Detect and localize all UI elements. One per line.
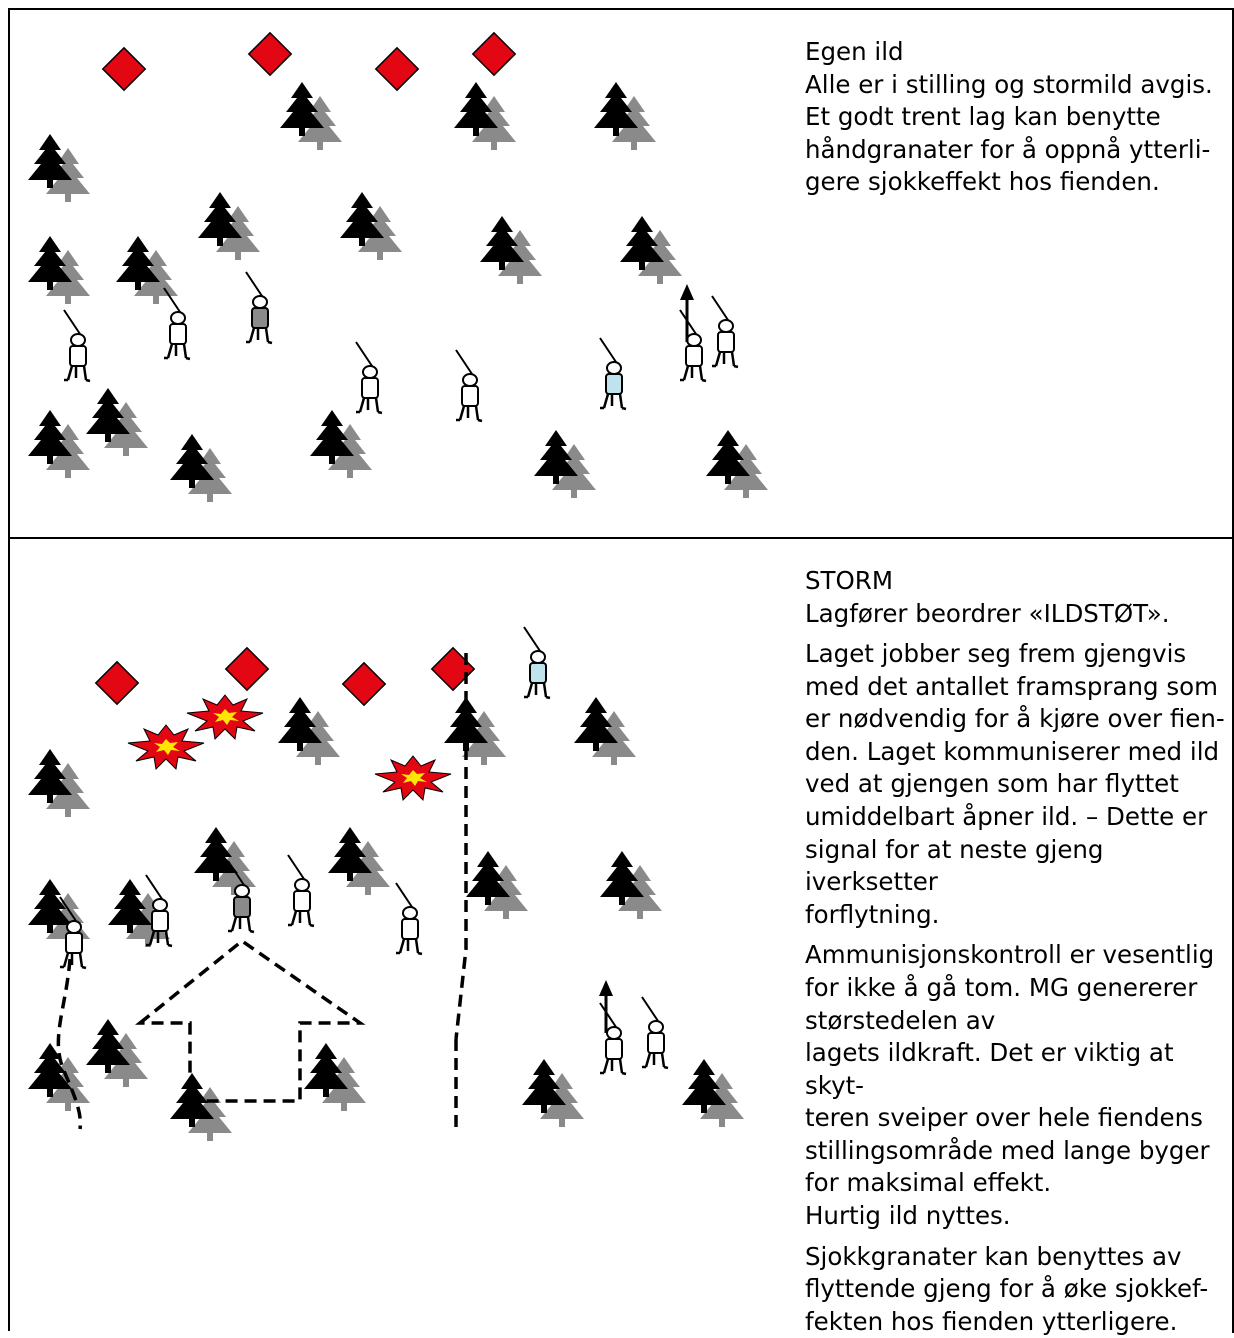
enemy-positions xyxy=(95,647,475,706)
enemy-position-icon xyxy=(342,662,386,706)
text-line: for maksimal effekt. xyxy=(805,1168,1052,1198)
tree-icon xyxy=(198,192,260,260)
soldier-icon xyxy=(598,1001,628,1076)
path-line xyxy=(56,958,83,1130)
tree-icon xyxy=(620,216,682,284)
text-line: fekten hos fienden ytterligere. xyxy=(805,1306,1178,1336)
tree-icon xyxy=(28,749,90,817)
soldier-icon xyxy=(62,308,92,383)
soldier-icon xyxy=(244,270,274,345)
tree-icon xyxy=(86,1019,148,1087)
tree-icon xyxy=(170,1073,232,1141)
soldier-icon xyxy=(710,294,740,369)
text-line: lagets ildkraft. Det er viktig at skyt- xyxy=(805,1038,1174,1100)
text-line: håndgranater for å oppnå ytterli- xyxy=(805,134,1211,164)
text-line: Et godt trent lag kan benytte xyxy=(805,102,1161,132)
command-line: Lagfører beordrer «ILDSTØT». xyxy=(805,598,1234,631)
text-storm: STORM Lagfører beordrer «ILDSTØT». Laget… xyxy=(805,565,1234,1338)
soldier-icon xyxy=(640,995,670,1070)
explosions xyxy=(127,694,452,801)
tree-icon xyxy=(480,216,542,284)
tree-icon xyxy=(170,434,232,502)
arrow-icon xyxy=(680,284,694,342)
arrow-icon xyxy=(599,980,613,1033)
tree-icon xyxy=(444,697,506,765)
text-line: er nødvendig for å kjøre over fien- xyxy=(805,704,1225,734)
soldier-icon xyxy=(394,881,424,956)
tree-icon xyxy=(194,827,256,895)
tree-icon xyxy=(280,82,342,150)
enemy-position-icon xyxy=(102,47,146,91)
tree-icon xyxy=(466,851,528,919)
tree-icon xyxy=(454,82,516,150)
path-arrow-outline xyxy=(135,938,366,1103)
mg-soldier-icon xyxy=(522,625,552,700)
text-line: stillingsområde med lange byger xyxy=(805,1135,1210,1165)
tactical-scene-bottom xyxy=(10,625,790,1329)
tree-icon xyxy=(682,1059,744,1127)
text-line: Hurtig ild nyttes. xyxy=(805,1200,1011,1230)
text-line: for ikke å gå tom. MG genererer xyxy=(805,972,1198,1002)
text-line: størstedelen av xyxy=(805,1005,996,1035)
tree-icon xyxy=(304,1043,366,1111)
enemy-position-icon xyxy=(472,32,516,76)
trees xyxy=(28,697,744,1141)
text-line: ved at gjengen som har flyttet xyxy=(805,769,1179,799)
text-line: Ammunisjonskontroll er vesentlig xyxy=(805,940,1215,970)
tree-icon xyxy=(706,430,768,498)
explosion-icon xyxy=(127,724,205,770)
tree-icon xyxy=(278,697,340,765)
panel-border xyxy=(1232,539,1234,1333)
text-line: umiddelbart åpner ild. – Dette er xyxy=(805,802,1208,832)
mg-soldier-icon xyxy=(598,336,628,411)
tree-icon xyxy=(28,410,90,478)
soldier-icon xyxy=(454,348,484,423)
panel-egen-ild: Egen ild Alle er i stilling og stormild … xyxy=(8,8,1234,540)
text-line: den. Laget kommuniserer med ild xyxy=(805,736,1220,766)
enemy-position-icon xyxy=(95,661,139,705)
text-egen-ild: Egen ild Alle er i stilling og stormild … xyxy=(805,36,1234,199)
text-line: med det antallet framsprang som xyxy=(805,671,1219,701)
explosion-icon xyxy=(186,694,264,740)
path-line xyxy=(454,653,468,1040)
tree-icon xyxy=(86,388,148,456)
panel-storm: STORM Lagfører beordrer «ILDSTØT». Laget… xyxy=(8,537,1234,1336)
section-heading: STORM xyxy=(805,566,893,595)
text-line: teren sveiper over hele fiendens xyxy=(805,1103,1203,1133)
tree-icon xyxy=(574,697,636,765)
explosion-icon xyxy=(374,755,452,801)
text-line: gere sjokkeffekt hos fienden. xyxy=(805,167,1160,197)
section-heading: Egen ild xyxy=(805,37,904,66)
trees xyxy=(28,82,768,502)
enemy-position-icon xyxy=(431,647,475,691)
text-line: signal for at neste gjeng iverksetter xyxy=(805,834,1104,897)
enemy-position-icon xyxy=(375,47,419,91)
tree-icon xyxy=(28,134,90,202)
command-text: «ILDSTØT». xyxy=(1028,598,1170,628)
soldier-icon xyxy=(286,853,316,928)
text-line: Laget jobber seg frem gjengvis xyxy=(805,639,1187,669)
tree-icon xyxy=(594,82,656,150)
tree-icon xyxy=(310,410,372,478)
tree-icon xyxy=(340,192,402,260)
tactical-scene-top xyxy=(10,32,790,538)
enemy-position-icon xyxy=(225,647,269,691)
tree-icon xyxy=(28,236,90,304)
text-line: forflytning. xyxy=(805,899,940,929)
panel-border xyxy=(1232,10,1234,540)
enemy-position-icon xyxy=(248,32,292,76)
soldier-icon xyxy=(678,308,708,383)
soldier-icon xyxy=(354,340,384,415)
soldier-icon xyxy=(162,286,192,361)
tree-icon xyxy=(328,827,390,895)
enemy-positions xyxy=(102,32,516,91)
tree-icon xyxy=(534,430,596,498)
text-line: Sjokkgranater kan benyttes av xyxy=(805,1241,1182,1271)
text-line: flyttende gjeng for å øke sjokkef- xyxy=(805,1274,1209,1304)
tree-icon xyxy=(522,1059,584,1127)
tree-icon xyxy=(600,851,662,919)
text-line: Alle er i stilling og stormild avgis. xyxy=(805,69,1213,99)
movement-paths xyxy=(56,653,468,1130)
command-prefix: Lagfører beordrer xyxy=(805,598,1029,628)
